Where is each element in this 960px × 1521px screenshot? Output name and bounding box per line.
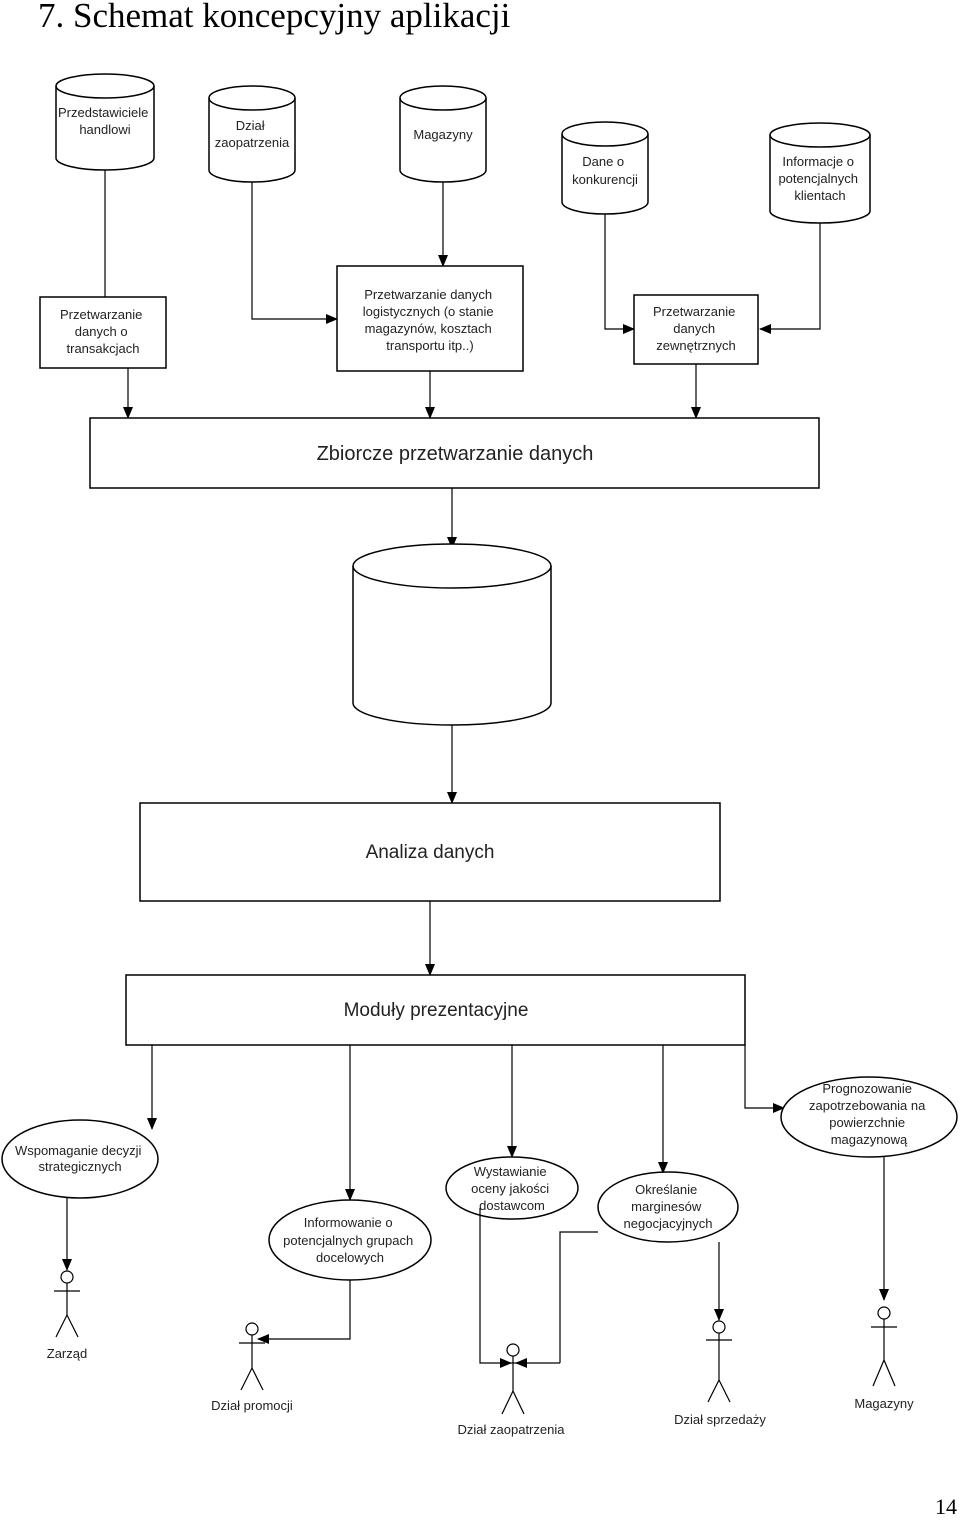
source-prospects-label: Informacje o potencjalnych klientach (778, 154, 861, 203)
presentation-modules-box: Moduły prezentacyjne (125, 974, 746, 1046)
proc-external-box: Przetwarzanie danych zewnętrznych (633, 294, 759, 365)
processing-connectors (123, 364, 701, 419)
usecase-margins: Określanie marginesów negocjacyjnych (597, 1171, 739, 1243)
source-purchasing-label: Dział zaopatrzenia (215, 118, 290, 150)
proc-transactions-box: Przetwarzanie danych o transakcjach (39, 296, 167, 369)
usecase-target-groups-label: Informowanie o potencjalnych grupach doc… (283, 1215, 417, 1265)
source-prospects-cylinder: Informacje o potencjalnych klientach (769, 122, 871, 224)
actor-promotion-figure (239, 1322, 265, 1391)
proc-logistics-box: Przetwarzanie danych logistycznych (o st… (336, 265, 524, 372)
actor-warehouses-label: Magazyny (854, 1396, 914, 1411)
aggregate-processing-label: Zbiorcze przetwarzanie danych (317, 443, 594, 465)
analysis-label: Analiza danych (366, 842, 495, 863)
source-warehouses-label: Magazyny (413, 127, 473, 142)
source-competition-label: Dane o konkurencji (572, 154, 638, 187)
actor-sales-label: Dział sprzedaży (674, 1412, 766, 1427)
actor-warehouses-figure (871, 1306, 897, 1387)
source-sales-label: Przedstawiciele handlowi (58, 105, 152, 137)
usecase-forecast-label: Prognozowanie zapotrzebowania na powierz… (809, 1081, 929, 1147)
actor-purchasing-label: Dział zaopatrzenia (458, 1422, 566, 1437)
usecase-forecast: Prognozowanie zapotrzebowania na powierz… (780, 1076, 958, 1158)
actor-purchasing-figure (500, 1343, 526, 1415)
source-competition-cylinder: Dane o konkurencji (561, 121, 649, 215)
source-sales-cylinder: Przedstawiciele handlowi (55, 73, 155, 171)
proc-logistics-label: Przetwarzanie danych logistycznych (o st… (363, 287, 497, 353)
presentation-modules-label: Moduły prezentacyjne (344, 1000, 529, 1021)
usecase-strategic-label: Wspomaganie decyzji strategicznych (15, 1143, 145, 1174)
page-title: 7. Schemat koncepcyjny aplikacji (38, 0, 511, 35)
source-purchasing-cylinder: Dział zaopatrzenia (208, 85, 296, 183)
usecase-strategic: Wspomaganie decyzji strategicznych (1, 1119, 159, 1199)
data-warehouse-cylinder (352, 543, 552, 726)
proc-external-label: Przetwarzanie danych zewnętrznych (653, 304, 739, 353)
source-warehouses-cylinder: Magazyny (399, 85, 487, 183)
aggregate-processing-box: Zbiorcze przetwarzanie danych (89, 417, 820, 489)
page-number: 14 (935, 1494, 957, 1519)
actor-board-figure (54, 1270, 80, 1338)
presentation-connectors (147, 1045, 785, 1201)
actor-board-label: Zarząd (47, 1346, 87, 1361)
proc-transactions-label: Przetwarzanie danych o transakcjach (60, 307, 146, 356)
usecase-supplier-rating-label: Wystawianie oceny jakości dostawcom (471, 1164, 553, 1213)
usecase-supplier-rating: Wystawianie oceny jakości dostawcom (445, 1156, 579, 1220)
analysis-box: Analiza danych (139, 802, 721, 902)
actor-sales-figure (706, 1320, 732, 1403)
actor-promotion-label: Dział promocji (211, 1398, 293, 1413)
usecase-target-groups: Informowanie o potencjalnych grupach doc… (268, 1199, 432, 1281)
usecase-margins-label: Określanie marginesów negocjacyjnych (624, 1182, 713, 1231)
